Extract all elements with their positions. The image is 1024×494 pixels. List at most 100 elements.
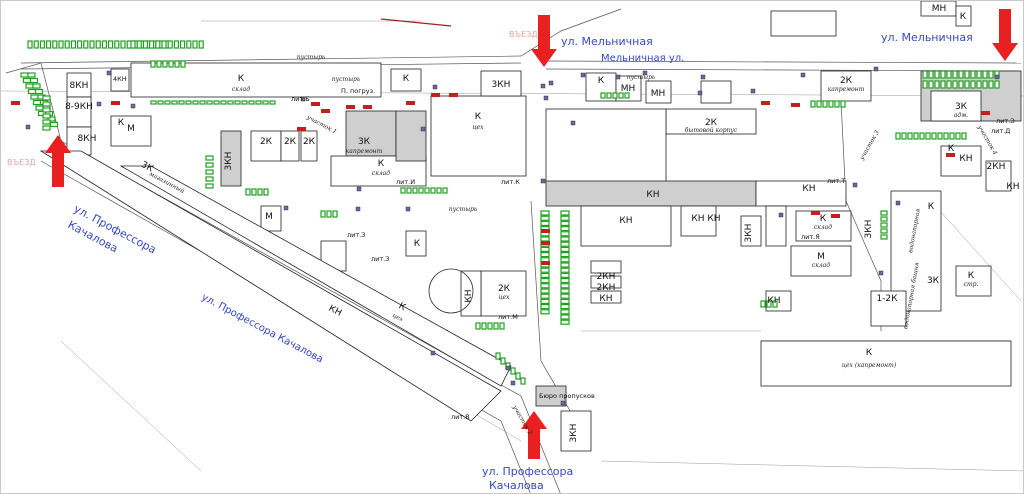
parking-spot (618, 92, 624, 99)
street-bottom-line2: Качалова (489, 479, 544, 492)
entrance-arrows (45, 9, 1018, 459)
parking-spot (164, 100, 171, 105)
parking-spot (952, 80, 958, 89)
pole-marker (405, 206, 411, 212)
parking-spot (58, 40, 64, 49)
parking-spot (928, 70, 934, 79)
parking-spot (326, 210, 332, 218)
parking-spot (961, 132, 967, 140)
arrow-down-icon (992, 9, 1018, 61)
pole-marker (540, 83, 546, 89)
building-label: КН (959, 154, 972, 164)
parking-spot (919, 132, 925, 140)
parking-spot (27, 88, 37, 95)
parking-spot (976, 80, 982, 89)
building-label: 1-2К (876, 294, 898, 304)
building-label: К (948, 144, 955, 154)
parking-spot (248, 100, 255, 105)
parking-spot (816, 100, 822, 108)
building-sublabel: бытовой корпус (685, 127, 738, 134)
car-icon (406, 101, 415, 105)
parking-spot (107, 40, 114, 49)
parking-spot (220, 100, 227, 105)
parking-spot (560, 288, 570, 294)
parking-spot (120, 40, 126, 49)
parking-spot (157, 100, 164, 105)
parking-spot (83, 40, 89, 49)
parking-spot (49, 121, 59, 128)
parking-spot (161, 40, 167, 49)
parking-spot (406, 187, 412, 194)
parking-spot (156, 60, 162, 68)
lit-label: лит.Я (801, 233, 820, 241)
building-label: 3КН (492, 80, 511, 90)
parking-spot (988, 70, 994, 79)
parking-spot (178, 100, 185, 105)
parking-spot (515, 372, 521, 380)
pole-marker (778, 212, 784, 218)
parking-spot (934, 80, 940, 89)
car-icon (541, 261, 550, 265)
parking-spot (412, 187, 418, 194)
parking-spot (624, 92, 630, 99)
parking-spot (430, 187, 436, 194)
building-label: К (118, 118, 125, 128)
parking-spot (560, 231, 570, 237)
car-icon (791, 103, 800, 107)
parking-spot (418, 187, 424, 194)
building-label: КН (802, 184, 815, 194)
parking-spot (964, 80, 970, 89)
note: пустырь (449, 206, 477, 213)
parking-spot (20, 72, 29, 78)
parking-spot (493, 322, 499, 330)
car-icon (11, 101, 20, 105)
parking-spot (186, 40, 192, 49)
parking-spot (199, 100, 206, 105)
parking-spot (251, 188, 257, 196)
parking-spot (560, 215, 570, 221)
car-icon (449, 93, 458, 97)
parking-spot (540, 252, 550, 258)
parking-spot (880, 228, 888, 234)
building-label: М (817, 252, 825, 262)
parking-spot (982, 80, 988, 89)
parking-spot (205, 176, 214, 182)
parking-spot (475, 322, 481, 330)
parking-spot (901, 132, 907, 140)
car-icon (321, 109, 330, 113)
note: пустырь (332, 76, 360, 83)
lit-label: лит.Б (291, 95, 310, 103)
parking-spot (560, 236, 570, 242)
pole-marker (700, 74, 706, 80)
parking-spot (828, 100, 834, 108)
parking-spot (540, 267, 550, 273)
pole-marker (852, 182, 858, 188)
building-label: К (475, 112, 482, 122)
parking-spot (560, 319, 570, 325)
building-label: 3К (358, 137, 371, 147)
car-icon (431, 93, 440, 97)
parking-spot (560, 226, 570, 232)
parking-spot (934, 70, 940, 79)
building-label: КН (464, 289, 474, 302)
parking-spot (42, 95, 51, 101)
building-sublabel: стр. (964, 281, 979, 288)
pole-marker (356, 186, 362, 192)
parking-spot (213, 100, 220, 105)
parking-spot (269, 100, 276, 105)
parking-spot (560, 220, 570, 226)
parking-spot (257, 188, 263, 196)
street-top-right: ул. Мельничная (881, 31, 973, 44)
building-label: 3КН (224, 152, 234, 171)
parking-spot (263, 188, 269, 196)
pole-marker (642, 70, 648, 76)
arrow-up-icon (45, 135, 71, 187)
parking-spot (931, 132, 937, 140)
parking-spot (76, 40, 83, 49)
building-label: 8КН (70, 81, 89, 91)
building-sublabel: цех (472, 124, 484, 131)
pole-marker (96, 101, 102, 107)
car-icon (297, 127, 306, 131)
parking-spot (880, 222, 888, 228)
